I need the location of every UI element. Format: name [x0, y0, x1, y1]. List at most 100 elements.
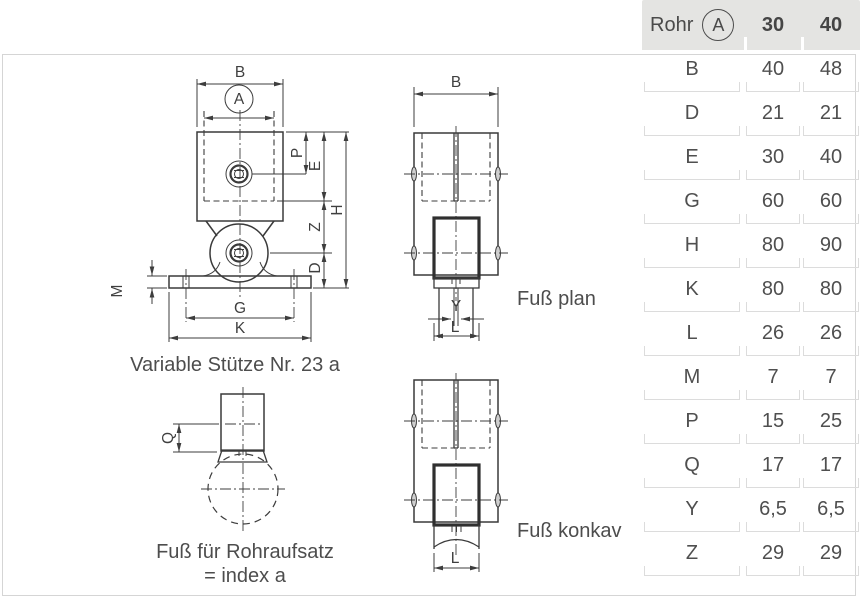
table-row: Q 17 17: [642, 448, 860, 492]
value-30: 21: [761, 101, 785, 124]
value-40-cell: 90: [803, 228, 859, 272]
upper-bolt: [225, 160, 253, 188]
table-row: H 80 90: [642, 228, 860, 272]
dimension-label-l-plan: L: [451, 319, 460, 336]
dimension-label-z: Z: [307, 222, 324, 231]
row-label-cell: Q: [644, 448, 740, 492]
dimension-label-h: H: [329, 204, 346, 215]
caption-fuss-plan: Fuß plan: [517, 288, 596, 310]
value-30-cell: 7: [746, 360, 800, 404]
value-30-cell: 60: [746, 184, 800, 228]
dimension-label-y: Y: [451, 298, 461, 315]
dimension-label-b-front: B: [235, 64, 245, 81]
drawing-panel: B A: [2, 54, 856, 596]
value-40-cell: 40: [803, 140, 859, 184]
value-40: 26: [819, 321, 843, 344]
caption-rohraufsatz-line2: = index a: [204, 565, 287, 587]
dimension-label-a: A: [234, 91, 245, 108]
value-40: 7: [825, 365, 837, 388]
value-30-cell: 29: [746, 536, 800, 580]
row-label: Z: [685, 541, 699, 564]
row-label: G: [684, 189, 700, 212]
value-40-cell: 6,5: [803, 492, 859, 536]
row-label: Q: [684, 453, 700, 476]
row-label-cell: Y: [644, 492, 740, 536]
row-label-cell: P: [644, 404, 740, 448]
value-40-cell: 60: [803, 184, 859, 228]
value-30-cell: 17: [746, 448, 800, 492]
tube-symbol-letter: A: [712, 14, 725, 35]
dimension-table: Rohr A 30 40 B 40 48 D 21 21 E 30 40 G 6…: [642, 0, 860, 580]
table-row: L 26 26: [642, 316, 860, 360]
rohraufsatz-detail-view: Q Fuß für Rohraufsatz = index a: [156, 387, 334, 587]
value-40-cell: 29: [803, 536, 859, 580]
value-40-cell: 80: [803, 272, 859, 316]
row-label-cell: H: [644, 228, 740, 272]
value-30: 26: [761, 321, 785, 344]
row-label: L: [686, 321, 698, 344]
row-label: M: [683, 365, 701, 388]
value-40-cell: 48: [803, 52, 859, 96]
caption-fuss-konkav: Fuß konkav: [517, 520, 621, 542]
value-30: 60: [761, 189, 785, 212]
table-row: P 15 25: [642, 404, 860, 448]
value-30: 7: [767, 365, 779, 388]
value-40: 25: [819, 409, 843, 432]
table-row: Y 6,5 6,5: [642, 492, 860, 536]
table-row: B 40 48: [642, 52, 860, 96]
value-30-cell: 40: [746, 52, 800, 96]
front-view: B A: [109, 64, 349, 376]
table-row: K 80 80: [642, 272, 860, 316]
dimension-label-e: E: [307, 161, 324, 171]
value-40: 21: [819, 101, 843, 124]
value-40-cell: 7: [803, 360, 859, 404]
dimension-label-k: K: [235, 320, 246, 337]
row-label: Y: [685, 497, 699, 520]
table-row: D 21 21: [642, 96, 860, 140]
value-40-cell: 21: [803, 96, 859, 140]
side-view-plan: B Y L Fuß plan: [404, 74, 596, 341]
value-30: 15: [761, 409, 785, 432]
row-label: H: [684, 233, 700, 256]
value-30-cell: 15: [746, 404, 800, 448]
dimension-label-p: P: [289, 148, 306, 158]
row-label: K: [685, 277, 699, 300]
row-label-cell: D: [644, 96, 740, 140]
value-40-cell: 17: [803, 448, 859, 492]
row-label: B: [685, 57, 699, 80]
value-40: 60: [819, 189, 843, 212]
value-30: 40: [761, 57, 785, 80]
value-40-cell: 25: [803, 404, 859, 448]
dimension-label-q: Q: [160, 432, 177, 444]
row-label-cell: B: [644, 52, 740, 96]
value-40: 6,5: [817, 497, 845, 520]
value-30: 80: [761, 277, 785, 300]
value-30: 30: [761, 145, 785, 168]
row-label-cell: G: [644, 184, 740, 228]
value-40: 17: [819, 453, 843, 476]
pivot-bolt: [225, 239, 253, 267]
table-header-col-40: 40: [819, 13, 843, 36]
table-row: E 30 40: [642, 140, 860, 184]
row-label: D: [684, 101, 700, 124]
side-view-konkav: L Fuß konkav: [404, 373, 621, 572]
value-30-cell: 6,5: [746, 492, 800, 536]
value-30: 80: [761, 233, 785, 256]
value-30: 6,5: [759, 497, 787, 520]
table-header-rohr: Rohr: [650, 13, 694, 36]
row-label-cell: Z: [644, 536, 740, 580]
dimension-label-l-konkav: L: [451, 550, 460, 567]
dimension-label-m: M: [109, 285, 126, 298]
value-30-cell: 80: [746, 228, 800, 272]
table-row: Z 29 29: [642, 536, 860, 580]
row-label: E: [685, 145, 699, 168]
row-label-cell: K: [644, 272, 740, 316]
value-30-cell: 21: [746, 96, 800, 140]
caption-main: Variable Stütze Nr. 23 a: [130, 354, 341, 376]
technical-drawing: B A: [109, 64, 621, 587]
value-30: 17: [761, 453, 785, 476]
tube-symbol-circle: [224, 84, 254, 114]
value-40: 80: [819, 277, 843, 300]
row-label-cell: M: [644, 360, 740, 404]
value-30: 29: [761, 541, 785, 564]
